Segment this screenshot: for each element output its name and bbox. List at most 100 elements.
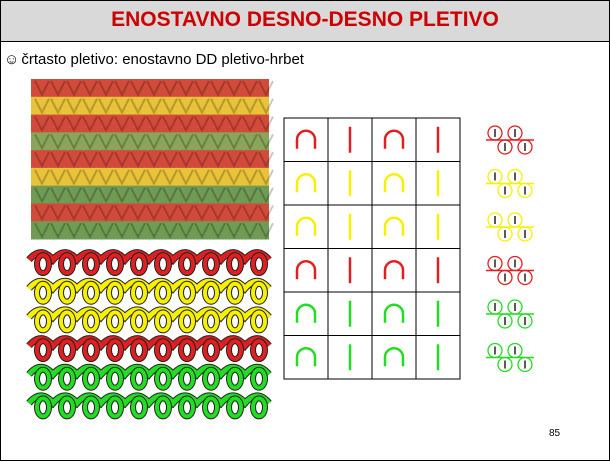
subtitle: ☺črtasto pletivo: enostavno DD pletivo-h… [4,51,304,68]
stitch-v [194,204,210,222]
stitch-v [114,151,130,169]
stitch-v [226,98,242,115]
stitch-v [82,204,98,222]
loop-circle [487,299,503,315]
stitch-v [226,169,242,186]
stitch-v [114,133,130,151]
loop [227,310,243,333]
stitch-v [130,116,146,133]
arch-symbol [383,216,405,236]
loop [83,339,99,362]
loop [107,339,123,362]
loop [155,339,171,362]
loop [251,281,267,304]
stitch-v [146,169,162,186]
stitch-v [66,98,82,115]
loop [83,310,99,333]
loop [155,367,171,390]
stitch-v [162,98,178,115]
loop [83,367,99,390]
stitch-v [66,187,82,204]
loop [35,253,51,276]
stitch-v [34,116,50,133]
stitch-v [130,222,146,240]
loop [251,253,267,276]
stitch-v [210,222,226,240]
stitch-v [210,204,226,222]
stitch-v [242,187,258,204]
stitch-v [242,222,258,240]
loop [179,367,195,390]
stitch-v [114,116,130,133]
stitch-v [82,222,98,240]
stitch-v [130,80,146,97]
stitch-v [146,187,162,204]
loop [107,253,123,276]
stitch-v [66,116,82,133]
stitch-v [50,116,66,133]
loop [35,281,51,304]
loop [203,367,219,390]
stitch-v [258,133,274,151]
stitch-v [130,169,146,186]
loop [227,281,243,304]
stitch-v [194,80,210,97]
stitch-v [66,222,82,240]
loop [155,396,171,419]
loop-circle [497,182,513,199]
loop [251,367,267,390]
stitch-v [82,116,98,133]
loop [179,253,195,276]
stitch-v [98,116,114,133]
loop [83,396,99,419]
loop-structure-diagram [26,244,272,420]
stitch-v [146,151,162,169]
photo-stripe [31,221,269,240]
stitch-v [66,80,82,97]
loop [35,339,51,362]
stitch-v [130,151,146,169]
stitch-v [34,133,50,151]
stitch-v [162,222,178,240]
stitch-v [66,204,82,222]
loop [107,396,123,419]
loop [179,339,195,362]
stitch-v [162,151,178,169]
loop-circle [517,139,533,155]
arch-symbol [295,260,317,280]
stitch-v [242,116,258,133]
stitch-v [50,187,66,204]
loop-circle [517,313,533,329]
stitch-v [162,204,178,222]
loop-circle [487,168,503,185]
arch-symbol [295,347,317,367]
loop [59,339,75,362]
loop [59,367,75,390]
stitch-v [210,151,226,169]
stitch-v [98,222,114,240]
stitch-v [242,133,258,151]
loop-circle [507,125,523,141]
stitch-v [114,169,130,186]
stitch-v [226,116,242,133]
stitch-v [258,80,274,97]
stitch-v [146,116,162,133]
arch-symbol [383,129,405,149]
loop [203,339,219,362]
stitch-v [50,151,66,169]
loop [35,310,51,333]
stitch-v [162,169,178,186]
arch-symbol [383,260,405,280]
stitch-v [210,133,226,151]
stitch-v [226,222,242,240]
stitch-v [34,204,50,222]
stitch-v [162,187,178,204]
stitch-v [178,169,194,186]
stitch-v [258,204,274,222]
loop-circle [507,299,523,315]
stitch-v [226,187,242,204]
arch-symbol [295,303,317,323]
stitch-v [82,80,98,97]
stitch-v [130,133,146,151]
loop-circle [497,226,513,242]
